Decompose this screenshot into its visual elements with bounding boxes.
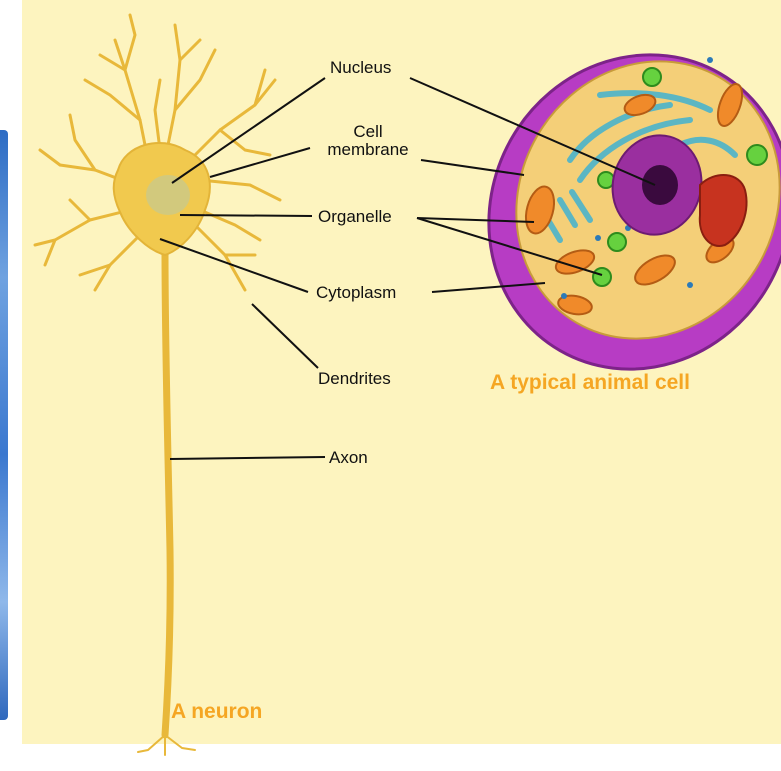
label-organelle: Organelle [318, 207, 392, 226]
label-cytoplasm: Cytoplasm [316, 283, 396, 302]
caption-animal-cell: A typical animal cell [490, 371, 690, 395]
label-axon: Axon [329, 448, 368, 467]
caption-neuron: A neuron [171, 700, 262, 724]
label-dendrites: Dendrites [318, 369, 391, 388]
nucleolus [642, 165, 678, 205]
label-cell-membrane-line2: membrane [316, 140, 420, 159]
label-cell-membrane-line1: Cell [316, 122, 420, 141]
neuron-nucleus [146, 175, 190, 215]
animal-cell [432, 0, 781, 425]
axon-drawing [165, 250, 170, 735]
label-nucleus: Nucleus [330, 58, 391, 77]
neuron [35, 15, 280, 755]
